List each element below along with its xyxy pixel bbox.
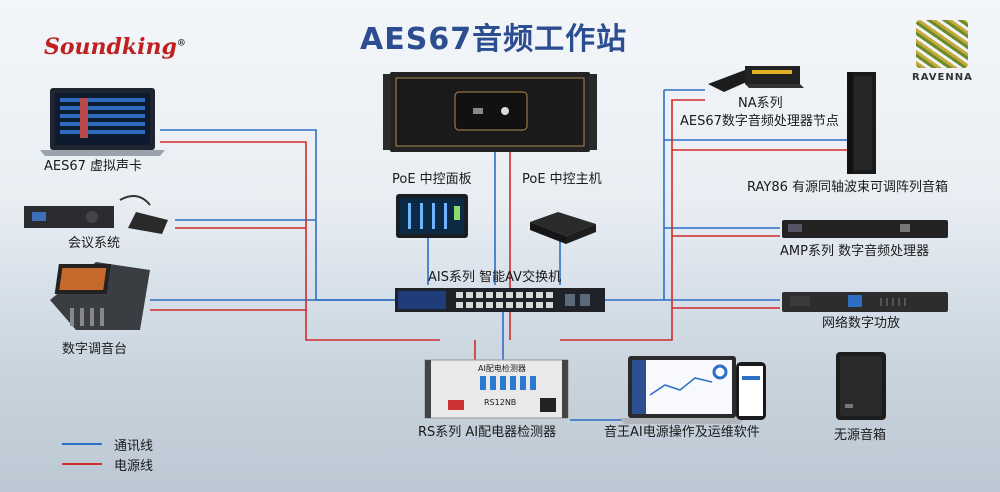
label-ray86: RAY86 有源同轴波束可调阵列音箱 [747, 180, 949, 195]
ray86-speaker-device[interactable] [847, 72, 876, 174]
label-poe-host: PoE 中控主机 [522, 172, 602, 187]
laptop-device[interactable] [40, 88, 165, 156]
label-ai-software: 音王AI电源操作及运维软件 [604, 425, 760, 440]
comm-line-virtual-card [160, 129, 395, 301]
rs-detector-device[interactable] [424, 359, 569, 419]
legend-comm-line [62, 443, 102, 445]
label-poe-panel: PoE 中控面板 [392, 172, 472, 187]
label-mixer: 数字调音台 [62, 342, 128, 357]
soundking-logo: Soundking® [44, 34, 186, 60]
switch-device[interactable] [395, 288, 605, 312]
soundking-logo-text: Soundking [44, 34, 177, 60]
label-rs-detector: RS系列 AI配电器检测器 [418, 425, 557, 440]
power-lines [150, 99, 848, 362]
ravenna-logo-text: RAVENNA [912, 72, 973, 83]
label-virtual-card: AES67 虚拟声卡 [44, 159, 143, 174]
power-line-virtual-card [160, 141, 440, 341]
na-node-device[interactable] [708, 66, 804, 92]
amp-dsp-device[interactable] [782, 220, 948, 238]
legend-comm-label: 通讯线 [114, 439, 154, 454]
poe-host-device[interactable] [530, 212, 596, 244]
registered-mark: ® [176, 38, 186, 49]
label-conference: 会议系统 [68, 236, 121, 251]
mixer-device[interactable] [50, 262, 150, 330]
label-switch: AIS系列 智能AV交换机 [428, 270, 562, 285]
passive-speaker-device[interactable] [836, 352, 886, 420]
legend-power-line [62, 463, 102, 465]
power-amp-device[interactable] [782, 292, 948, 312]
software-screens[interactable] [620, 356, 766, 424]
label-passive-speaker: 无源音箱 [834, 428, 887, 443]
label-power-amp: 网络数字功放 [822, 316, 901, 331]
poe-panel-device[interactable] [396, 194, 468, 238]
conference-device[interactable] [24, 195, 168, 234]
label-amp-dsp: AMP系列 数字音频处理器 [780, 244, 930, 259]
ravenna-logo: RAVENNA [912, 20, 972, 83]
label-na-sub: AES67数字音频处理器节点 [680, 114, 839, 129]
page-title: AES67音频工作站 [360, 22, 628, 57]
central-console-device[interactable] [383, 72, 597, 152]
rs-panel-model: RS12NB [484, 398, 517, 407]
ravenna-mark-icon [916, 20, 968, 68]
legend-power-label: 电源线 [114, 459, 154, 474]
label-na-title: NA系列 [738, 96, 783, 111]
power-line-right [560, 99, 705, 341]
rs-panel-title: AI配电检测器 [478, 364, 526, 373]
